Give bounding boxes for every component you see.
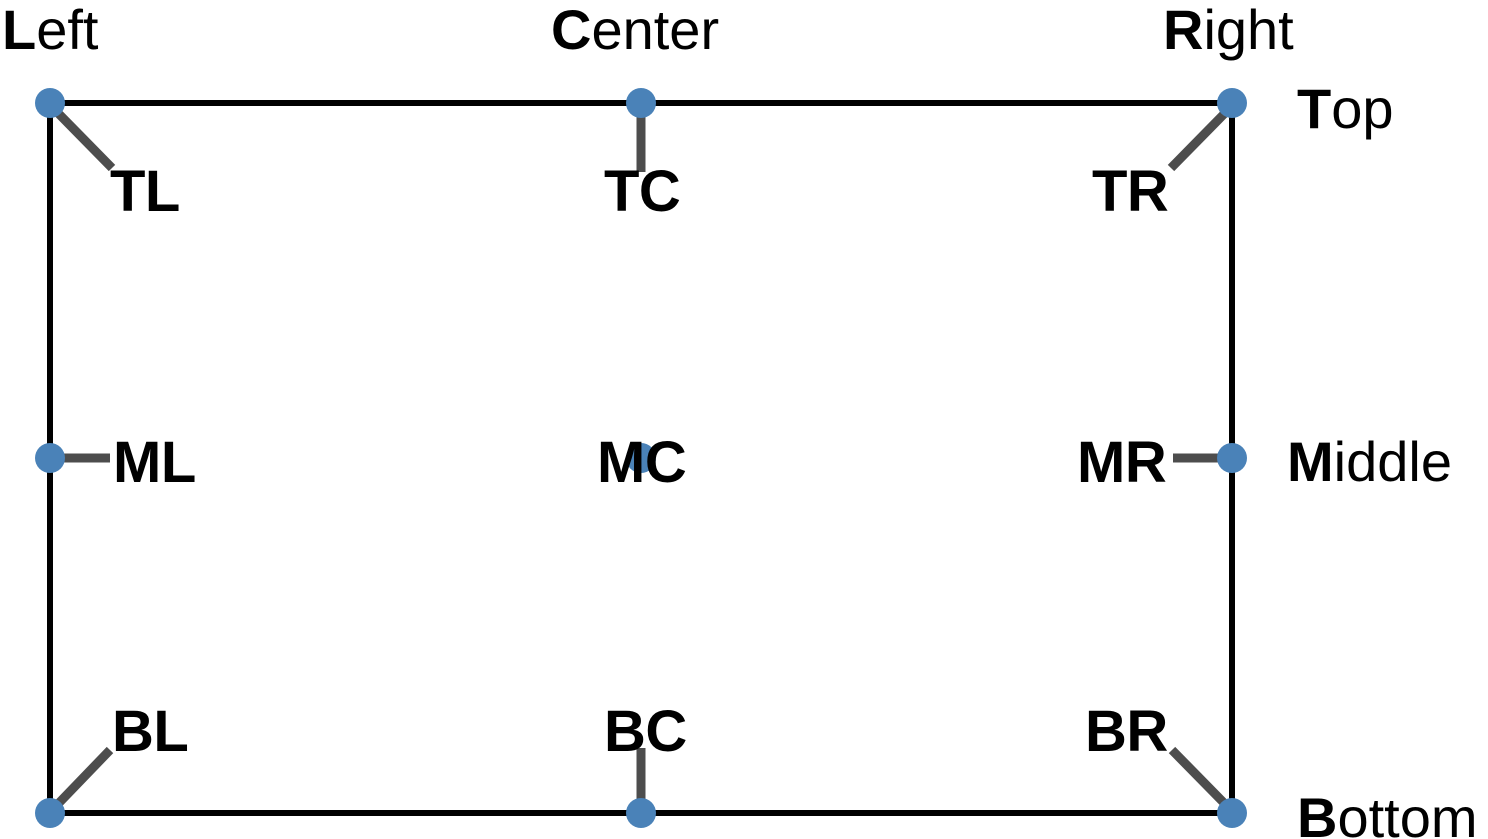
leader-line-tl [53,108,116,172]
column-header-left-remainder: eft [36,0,99,61]
anchor-dot-ml[interactable] [35,443,65,473]
row-header-top: Top [1297,81,1394,137]
row-header-top-remainder: op [1331,77,1394,140]
anchor-dot-bl[interactable] [35,798,65,828]
row-header-bottom: Bottom [1297,790,1478,839]
anchor-dot-tr[interactable] [1217,88,1247,118]
anchor-label-tc: TC [604,159,681,224]
anchor-dots [35,88,1247,828]
anchor-dot-bc[interactable] [626,798,656,828]
anchor-label-br: BR [1085,699,1168,764]
anchor-label-bl: BL [112,699,189,764]
leader-line-br [1168,746,1230,809]
anchor-label-ml: ML [113,430,196,495]
column-header-left-initial: L [2,0,37,61]
row-header-bottom-remainder: ottom [1337,786,1478,839]
row-header-middle: Middle [1287,434,1452,490]
leader-line-bl [53,746,114,809]
column-header-right-initial: R [1163,0,1204,61]
anchor-dot-tc[interactable] [626,88,656,118]
leader-line-tr [1167,108,1230,172]
anchor-dot-br[interactable] [1217,798,1247,828]
row-header-bottom-initial: B [1297,786,1338,839]
anchor-label-tl: TL [110,159,180,224]
row-header-middle-initial: M [1287,430,1334,493]
anchor-label-tr: TR [1092,159,1169,224]
column-header-right-remainder: ight [1203,0,1294,61]
column-header-center: Center [551,2,719,58]
anchor-label-mr: MR [1077,430,1167,495]
anchor-dot-mr[interactable] [1217,443,1247,473]
anchor-label-bc: BC [604,699,687,764]
column-header-left: Left [2,2,98,58]
row-header-top-initial: T [1297,77,1332,140]
anchor-label-mc: MC [597,430,687,495]
anchor-dot-tl[interactable] [35,88,65,118]
column-header-right: Right [1163,2,1294,58]
column-header-center-remainder: enter [591,0,720,61]
anchor-dot-mc[interactable] [626,443,656,473]
row-header-middle-remainder: iddle [1333,430,1452,493]
column-header-center-initial: C [551,0,592,61]
